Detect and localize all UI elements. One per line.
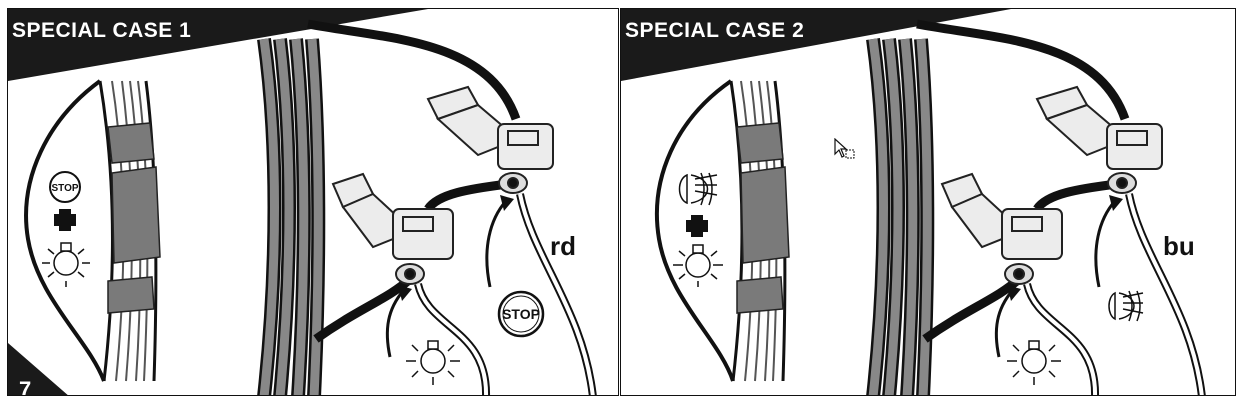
wire-color-label: rd <box>550 231 576 261</box>
lower-splice-connector <box>331 172 454 285</box>
bottom-light-bulb-icon <box>1007 340 1061 385</box>
double-wire-bu-outer <box>1125 193 1206 395</box>
case-title: SPECIAL CASE 1 <box>12 19 192 42</box>
case-title: SPECIAL CASE 2 <box>625 19 805 42</box>
inset-wire-bundle <box>729 80 790 382</box>
special-case-2-panel: SPECIAL CASE 2 bu <box>620 8 1236 396</box>
arrow-to-lower-connector <box>994 285 1021 358</box>
double-wire-bu-inner <box>1127 193 1204 395</box>
double-wire-lower-outer <box>414 282 490 395</box>
page-number: 7 <box>19 377 32 396</box>
black-wire-middle <box>1033 179 1118 212</box>
inset-wire-bundle <box>98 80 161 382</box>
main-wire-bundle <box>257 38 326 395</box>
wire-color-label: bu <box>1163 231 1195 261</box>
fog-light-symbol-icon <box>678 172 718 206</box>
bottom-stop-symbol-text: STOP <box>502 306 540 322</box>
double-wire-lower-inner <box>1025 283 1097 395</box>
arrow-to-lower-connector <box>385 285 412 358</box>
double-wire-lower-inner <box>416 283 488 395</box>
stop-symbol-icon: STOP <box>49 171 81 203</box>
double-wire-lower-outer <box>1023 282 1099 395</box>
page-number-corner <box>8 343 68 395</box>
light-bulb-icon <box>42 242 90 287</box>
plus-icon <box>54 209 76 231</box>
plus-icon <box>686 215 708 237</box>
double-wire-rd-inner <box>518 193 595 395</box>
special-case-1-diagram: STOP <box>8 9 597 395</box>
lower-splice-connector <box>940 172 1063 285</box>
upper-splice-connector <box>426 85 554 194</box>
inset-bulge-outline <box>654 79 735 382</box>
inset-bulge-outline <box>24 79 106 382</box>
black-wire-top <box>307 19 521 121</box>
light-bulb-icon <box>673 244 723 287</box>
mouse-cursor-icon <box>834 138 855 159</box>
stop-symbol-text: STOP <box>51 183 78 194</box>
bottom-fog-light-symbol-icon <box>1108 290 1144 322</box>
title-banner <box>621 9 1011 81</box>
upper-splice-connector <box>1035 85 1163 194</box>
special-case-2-diagram <box>621 9 1206 395</box>
black-wire-lower <box>922 275 1023 343</box>
bottom-light-bulb-icon <box>406 340 460 385</box>
arrow-to-upper-connector <box>485 195 514 288</box>
black-wire-lower <box>313 275 414 343</box>
black-wire-middle <box>424 179 509 212</box>
black-wire-top <box>916 19 1130 121</box>
bottom-stop-symbol-icon: STOP <box>497 290 545 338</box>
special-case-1-panel: STOP <box>7 8 619 396</box>
arrow-to-upper-connector <box>1094 195 1123 288</box>
main-wire-bundle <box>866 38 935 395</box>
